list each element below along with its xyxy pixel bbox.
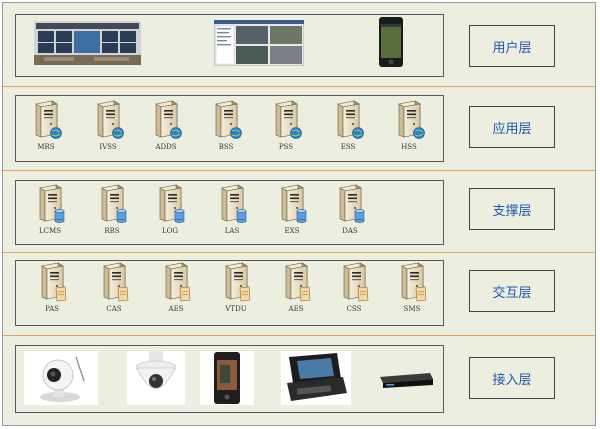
server-icon: [339, 184, 365, 223]
server-node: CAS: [94, 262, 134, 314]
separator-line: [3, 335, 595, 336]
interaction-layer-box: [15, 260, 444, 326]
server-label: BSS: [218, 143, 234, 151]
server-label: DAS: [342, 227, 358, 235]
server-node: MRS: [26, 100, 66, 152]
layer-label-interaction: 交互层: [469, 270, 555, 312]
server-node: AES: [156, 262, 196, 314]
access-layer-box: [15, 345, 444, 413]
server-label: EXS: [284, 227, 300, 235]
server-label: IVSS: [99, 143, 117, 151]
server-label: RBS: [104, 227, 120, 235]
server-node: SMS: [392, 262, 432, 314]
body-camera-icon: [200, 351, 254, 409]
server-icon: [155, 100, 182, 139]
server-node: LOG: [150, 184, 190, 236]
user-layer-box: [15, 14, 444, 77]
server-icon: [398, 100, 425, 139]
server-icon: [337, 100, 364, 139]
server-node: ESS: [328, 100, 368, 152]
server-icon: [159, 184, 185, 223]
server-label: LOG: [162, 227, 178, 235]
server-label: LCMS: [39, 227, 61, 235]
server-icon: [41, 262, 67, 302]
server-label: PSS: [278, 143, 294, 151]
ip-camera-icon: [24, 351, 98, 409]
server-icon: [165, 262, 191, 302]
client-software-screen-icon: [213, 19, 305, 70]
video-wall-icon: [34, 21, 141, 69]
server-icon: [285, 262, 311, 302]
server-node: AES: [276, 262, 316, 314]
server-label: CAS: [106, 305, 122, 313]
layer-label-support: 支撑层: [469, 188, 555, 230]
portable-case-terminal-icon: [281, 351, 351, 409]
layer-label-user: 用户层: [469, 25, 555, 67]
server-label: PAS: [45, 305, 59, 313]
separator-line: [3, 252, 595, 253]
server-icon: [343, 262, 369, 302]
server-label: ESS: [340, 143, 356, 151]
separator-line: [3, 86, 595, 87]
server-icon: [97, 100, 124, 139]
server-node: BSS: [206, 100, 246, 152]
server-node: LAS: [212, 184, 252, 236]
server-icon: [39, 184, 65, 223]
server-icon: [221, 184, 247, 223]
server-label: HSS: [401, 143, 417, 151]
server-label: MRS: [37, 143, 55, 151]
server-node: DAS: [330, 184, 370, 236]
layer-label-access: 接入层: [469, 357, 555, 399]
server-label: AES: [168, 305, 184, 313]
server-label: LAS: [224, 227, 240, 235]
application-layer-box: [15, 95, 444, 162]
nvr-recorder-icon: [378, 371, 434, 393]
server-node: ADDS: [146, 100, 186, 152]
server-label: AES: [288, 305, 304, 313]
server-node: VTDU: [216, 262, 256, 314]
server-icon: [101, 184, 127, 223]
server-icon: [225, 262, 251, 302]
server-label: CSS: [346, 305, 362, 313]
server-icon: [401, 262, 427, 302]
server-label: ADDS: [155, 143, 177, 151]
server-icon: [35, 100, 62, 139]
server-node: PAS: [32, 262, 72, 314]
support-layer-box: [15, 180, 444, 245]
server-icon: [275, 100, 302, 139]
server-label: VTDU: [225, 305, 247, 313]
server-icon: [281, 184, 307, 223]
server-node: EXS: [272, 184, 312, 236]
server-node: CSS: [334, 262, 374, 314]
server-label: SMS: [403, 305, 421, 313]
server-node: LCMS: [30, 184, 70, 236]
server-node: HSS: [389, 100, 429, 152]
server-node: PSS: [266, 100, 306, 152]
layer-label-application: 应用层: [469, 106, 555, 148]
server-node: RBS: [92, 184, 132, 236]
server-icon: [215, 100, 242, 139]
server-icon: [103, 262, 129, 302]
server-node: IVSS: [88, 100, 128, 152]
smartphone-icon: [379, 17, 403, 71]
separator-line: [3, 170, 595, 171]
ptz-dome-camera-icon: [127, 351, 185, 409]
